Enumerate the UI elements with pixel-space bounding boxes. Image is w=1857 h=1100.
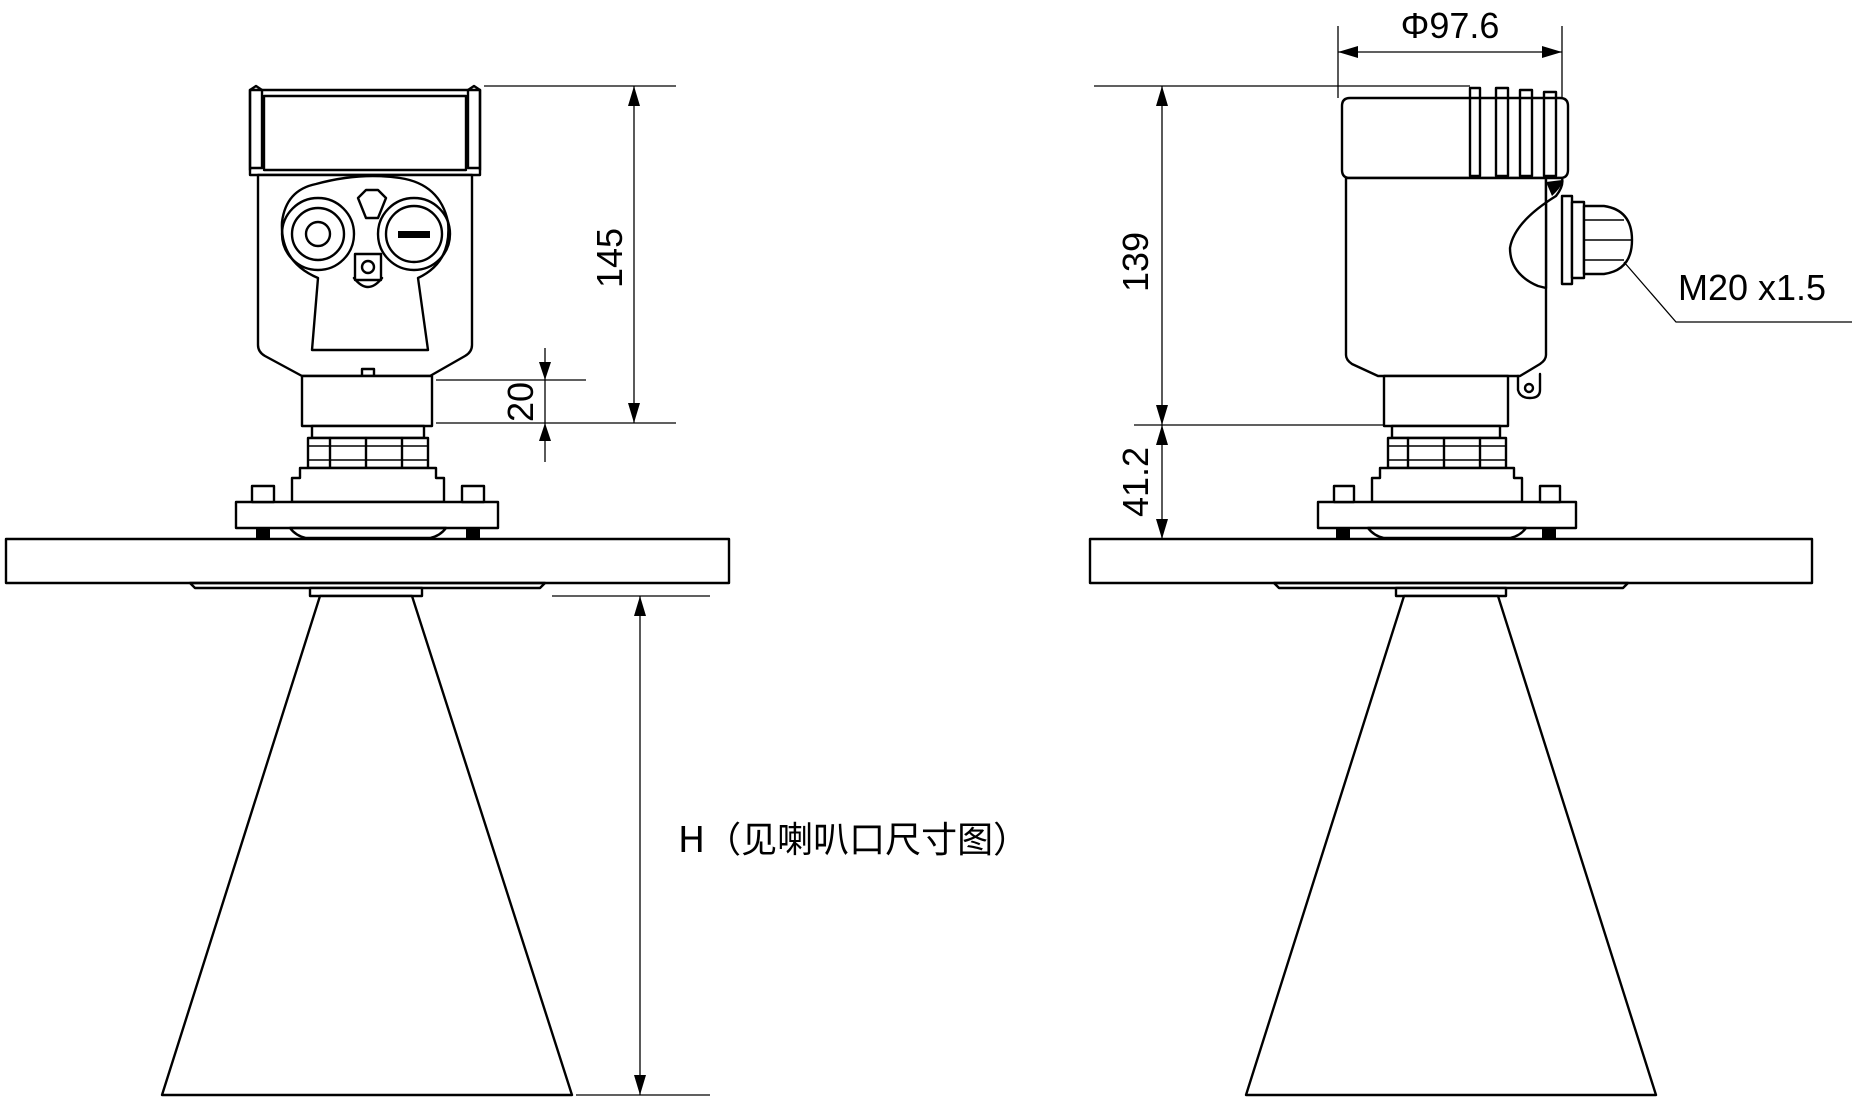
side-nut <box>1386 436 1508 470</box>
front-housing-body <box>256 173 474 401</box>
front-neck <box>300 374 434 440</box>
side-mounting-flange <box>1088 537 1814 585</box>
front-flange-base <box>234 466 500 540</box>
side-horn-antenna <box>1244 594 1658 1097</box>
cable-gland <box>1560 194 1634 286</box>
dim-20-label: 20 <box>500 382 541 422</box>
front-view <box>4 84 731 1097</box>
hex-bolt-icon <box>356 188 388 220</box>
front-mounting-flange <box>4 537 731 585</box>
slot-icon <box>398 231 430 238</box>
front-dimensions: 145 20 H（见喇叭口尺寸图） <box>436 85 1029 1096</box>
side-flange-base <box>1316 466 1578 540</box>
dim-h-label: H（见喇叭口尺寸图） <box>678 820 1029 861</box>
ground-screw-icon <box>353 252 383 282</box>
front-horn-antenna <box>160 594 574 1097</box>
side-neck <box>1382 374 1510 440</box>
side-view <box>1088 86 1814 1097</box>
left-connector-circle <box>280 196 356 272</box>
front-housing-lid <box>248 84 482 177</box>
right-connector-circle <box>376 196 452 272</box>
side-dimensions: Φ97.6 139 41.2 M20 x1.5 <box>1094 5 1852 539</box>
dim-139-label: 139 <box>1115 232 1156 292</box>
dim-thread-label: M20 x1.5 <box>1678 267 1826 308</box>
dim-145-label: 145 <box>589 228 630 288</box>
side-housing-body <box>1344 176 1634 400</box>
dim-41-2-label: 41.2 <box>1115 447 1156 517</box>
dim-diameter-label: Φ97.6 <box>1401 5 1500 46</box>
front-nut <box>306 436 430 470</box>
gland-boss <box>1508 176 1564 290</box>
side-housing-lid <box>1340 86 1570 180</box>
